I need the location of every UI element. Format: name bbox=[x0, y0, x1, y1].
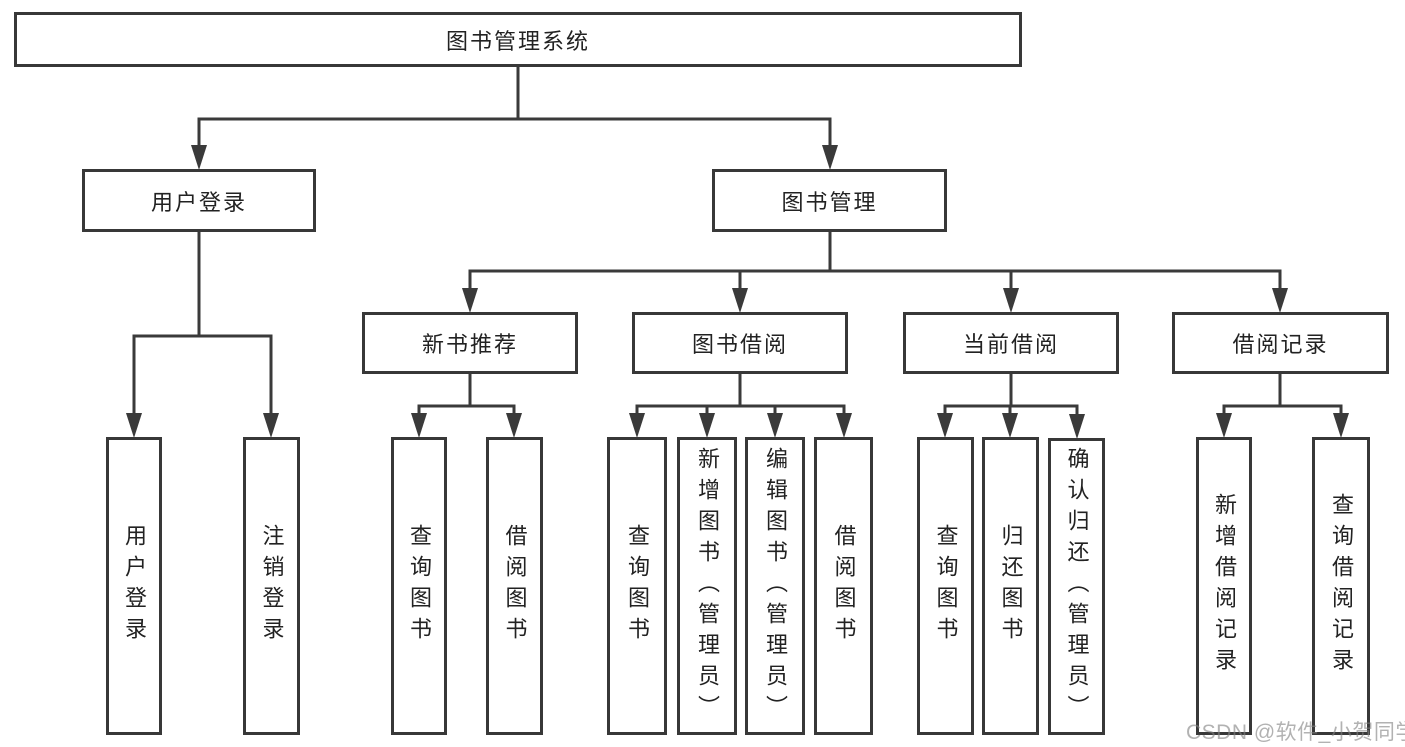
node-leaf-user-login: 用户登录 bbox=[106, 437, 162, 735]
node-leaf-edit-books-admin-label: 编辑图书（管理员） bbox=[763, 446, 788, 726]
node-new-book-recommend-label: 新书推荐 bbox=[421, 332, 518, 357]
node-root-system-label: 图书管理系统 bbox=[445, 28, 590, 54]
node-leaf-query-books-recommend-label: 查询图书 bbox=[407, 524, 432, 648]
node-leaf-logout-label: 注销登录 bbox=[259, 524, 285, 648]
node-leaf-return-books: 归还图书 bbox=[982, 437, 1039, 735]
node-borrow-records-label: 借阅记录 bbox=[1232, 332, 1329, 357]
node-leaf-add-borrow-record: 新增借阅记录 bbox=[1196, 437, 1252, 735]
node-leaf-borrow-books-label: 借阅图书 bbox=[831, 524, 857, 648]
node-book-management-label: 图书管理 bbox=[781, 189, 878, 215]
node-leaf-borrow-books: 借阅图书 bbox=[814, 437, 873, 735]
node-leaf-return-books-label: 归还图书 bbox=[998, 524, 1024, 648]
node-leaf-logout: 注销登录 bbox=[243, 437, 300, 735]
connector-current-borrow-to-leaves bbox=[937, 374, 1085, 439]
node-leaf-query-borrow-record: 查询借阅记录 bbox=[1312, 437, 1370, 735]
node-leaf-confirm-return-admin: 确认归还（管理员） bbox=[1048, 438, 1105, 735]
connector-book-management-to-level3 bbox=[462, 232, 1288, 313]
node-leaf-query-books-borrow: 查询图书 bbox=[607, 437, 667, 735]
node-leaf-add-books-admin: 新增图书（管理员） bbox=[677, 437, 737, 735]
connector-new-book-recommend-to-leaves bbox=[411, 374, 522, 438]
node-book-management: 图书管理 bbox=[712, 169, 947, 232]
node-leaf-borrow-books-recommend-label: 借阅图书 bbox=[502, 524, 528, 648]
node-leaf-query-books-current-label: 查询图书 bbox=[933, 524, 959, 648]
node-leaf-borrow-books-recommend: 借阅图书 bbox=[486, 437, 543, 735]
node-leaf-confirm-return-admin-label: 确认归还（管理员） bbox=[1064, 447, 1090, 726]
node-current-borrow: 当前借阅 bbox=[903, 312, 1119, 374]
node-user-login: 用户登录 bbox=[82, 169, 316, 232]
node-root-system: 图书管理系统 bbox=[14, 12, 1022, 67]
node-leaf-add-books-admin-label: 新增图书（管理员） bbox=[695, 446, 720, 726]
connector-borrow-records-to-leaves bbox=[1216, 374, 1349, 438]
node-current-borrow-label: 当前借阅 bbox=[962, 332, 1059, 357]
node-user-login-label: 用户登录 bbox=[150, 189, 247, 215]
node-leaf-add-borrow-record-label: 新增借阅记录 bbox=[1212, 493, 1237, 679]
node-leaf-query-books-recommend: 查询图书 bbox=[391, 437, 447, 735]
node-new-book-recommend: 新书推荐 bbox=[362, 312, 578, 374]
node-leaf-query-books-borrow-label: 查询图书 bbox=[625, 524, 650, 648]
connector-user-login-to-leaves bbox=[126, 232, 279, 438]
node-leaf-query-borrow-record-label: 查询借阅记录 bbox=[1329, 493, 1354, 679]
node-leaf-query-books-current: 查询图书 bbox=[917, 437, 974, 735]
node-leaf-user-login-label: 用户登录 bbox=[122, 524, 147, 648]
node-borrow-records: 借阅记录 bbox=[1172, 312, 1389, 374]
node-leaf-edit-books-admin: 编辑图书（管理员） bbox=[745, 437, 805, 735]
node-book-borrow: 图书借阅 bbox=[632, 312, 848, 374]
node-book-borrow-label: 图书借阅 bbox=[691, 332, 788, 357]
connector-book-borrow-to-leaves bbox=[629, 374, 852, 438]
connector-root-to-level2 bbox=[191, 66, 838, 170]
csdn-watermark: CSDN @软件_小贺同学 bbox=[1186, 721, 1405, 744]
